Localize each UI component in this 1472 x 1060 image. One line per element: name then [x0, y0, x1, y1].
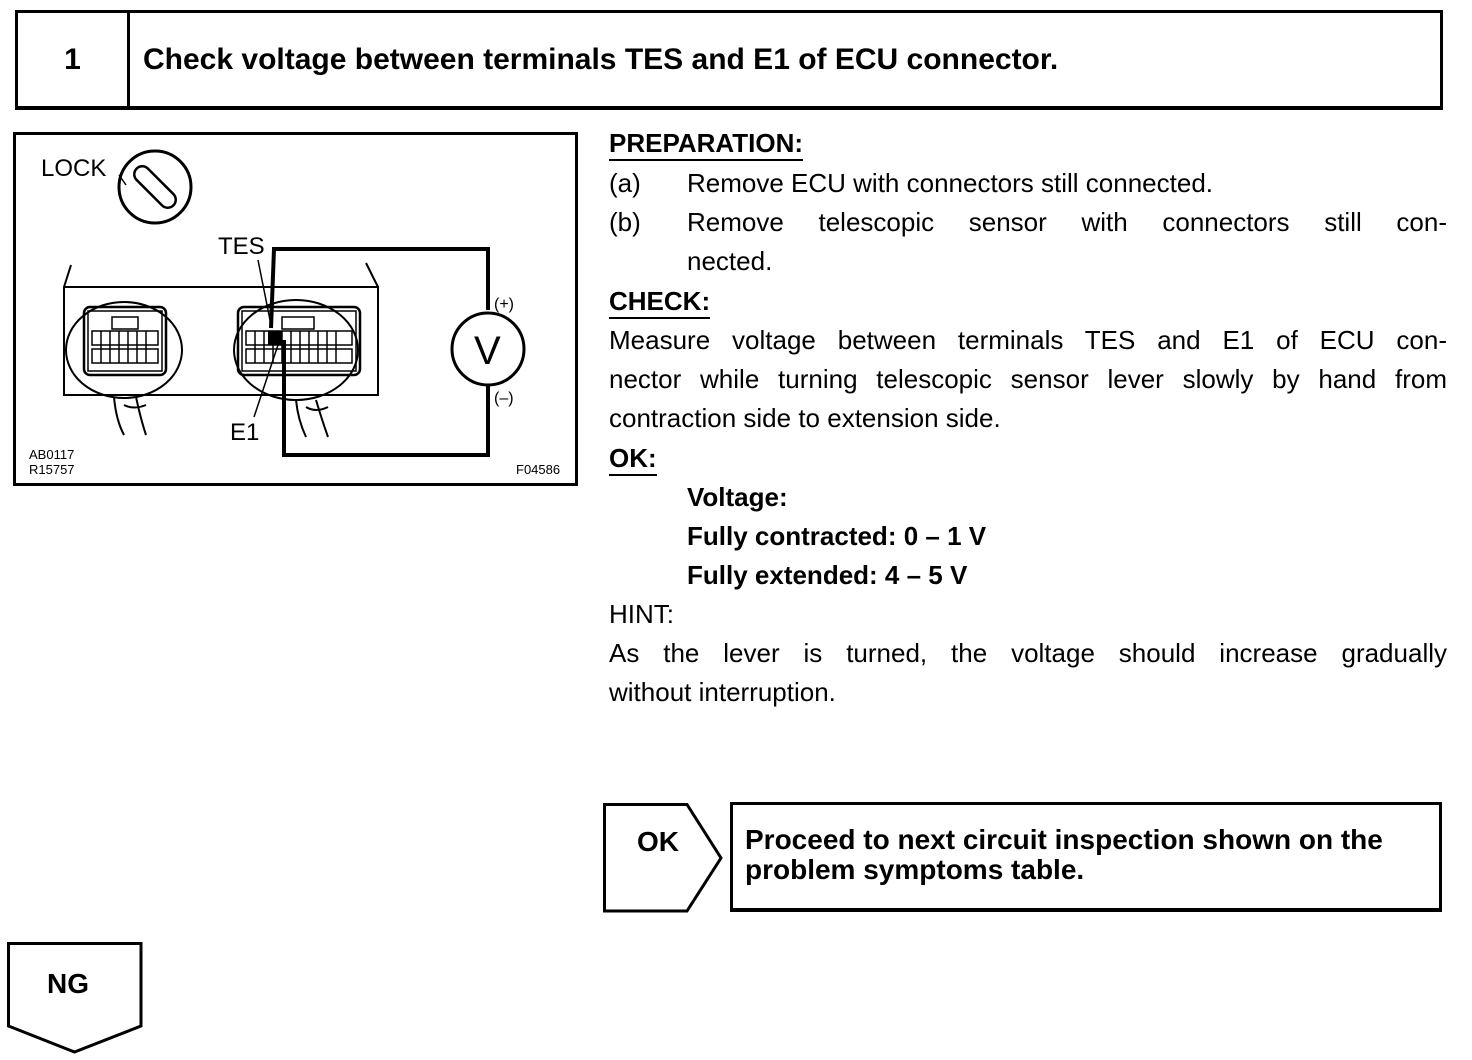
ok-extended: Fully extended: 4 – 5 V	[687, 560, 968, 590]
step-a-label: (a)	[609, 168, 641, 198]
ok-voltage: Voltage:	[687, 482, 788, 512]
connector-figure: LOCK TES E1 (+) (–) V AB0117 R15757 F045…	[13, 132, 578, 486]
hint-heading: HINT:	[609, 599, 674, 629]
preparation-step-a: (a) Remove ECU with connectors still con…	[609, 168, 1213, 199]
step-b-text-1: Remove telescopic sensor with connectors…	[687, 207, 1447, 237]
left-connector	[65, 301, 183, 436]
right-connector	[233, 299, 362, 438]
hint-line-2: without interruption.	[609, 677, 836, 707]
preparation-step-b: (b) Remove telescopic sensor with connec…	[609, 207, 1447, 238]
check-line-3: contraction side to extension side.	[609, 403, 1001, 433]
ng-arrow-tag	[7, 942, 143, 1054]
ok-result-label: OK	[637, 826, 679, 857]
step-number: 1	[18, 13, 130, 106]
tes-label: TES	[218, 233, 265, 260]
check-line-2: nector while turning telescopic sensor l…	[609, 364, 1447, 394]
preparation-heading: PREPARATION:	[609, 128, 804, 161]
step-b-text-2: nected.	[687, 246, 773, 276]
figure-code-1: AB0117	[29, 447, 75, 462]
ng-result-label: NG	[47, 968, 89, 999]
check-heading: CHECK:	[609, 286, 711, 319]
ok-contracted: Fully contracted: 0 – 1 V	[687, 521, 987, 551]
hint-line-1: As the lever is turned, the voltage shou…	[609, 638, 1447, 668]
plus-label: (+)	[494, 296, 514, 313]
lock-label: LOCK	[41, 155, 107, 182]
check-line-1: Measure voltage between terminals TES an…	[609, 325, 1447, 355]
step-header: 1 Check voltage between terminals TES an…	[15, 10, 1443, 110]
ok-result-text: Proceed to next circuit inspection shown…	[745, 824, 1383, 885]
step-b-label: (b)	[609, 207, 641, 237]
figure-code-2: R15757	[29, 462, 75, 477]
e1-label: E1	[230, 419, 260, 446]
voltmeter-icon	[450, 311, 526, 387]
ok-heading: OK:	[609, 443, 657, 476]
meter-label: V	[474, 329, 501, 373]
ecu-connector-diagram	[63, 149, 526, 457]
figure-code-3: F04586	[516, 462, 561, 477]
step-title: Check voltage between terminals TES and …	[143, 42, 1059, 76]
lock-icon	[117, 149, 193, 225]
ok-result-box: Proceed to next circuit inspection shown…	[730, 802, 1442, 912]
ok-arrow-tag	[603, 803, 723, 913]
minus-label: (–)	[494, 390, 514, 407]
step-a-text: Remove ECU with connectors still connect…	[687, 168, 1214, 198]
